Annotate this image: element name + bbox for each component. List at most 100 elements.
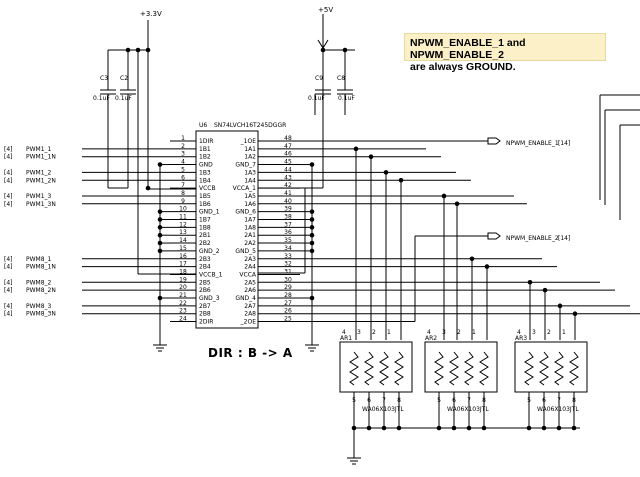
ic-right-pin-num-47: 47 (284, 143, 292, 150)
junction-dot (481, 425, 487, 431)
cap-value-C3: 0.1uF (93, 95, 110, 102)
array-top-pin-AR1-0: 4 (342, 329, 346, 336)
net-name-PWM8_1: PWM8_1 (26, 256, 52, 263)
junction-dot (157, 209, 163, 214)
array-ref-AR3: AR3 (515, 335, 527, 342)
resistor-AR2-3 (479, 351, 489, 386)
array-top-pin-AR3-2: 2 (547, 329, 551, 336)
cap-value-C8: 0.1uF (338, 95, 355, 102)
ic-left-pin-num-24: 24 (179, 316, 187, 323)
net-ref-PWM8_2N: [4] (4, 287, 13, 294)
ic-left-pin-name-20: 2B6 (199, 287, 211, 294)
resistor-AR1-0 (349, 351, 359, 386)
array-top-pin-AR3-0: 4 (517, 329, 521, 336)
array-body-AR3 (514, 341, 588, 393)
ic-right-pin-num-31: 31 (284, 268, 292, 275)
note-box: NPWM_ENABLE_1 and NPWM_ENABLE_2 are alwa… (404, 33, 606, 73)
array-part-AR2: WA06X103JTL (447, 406, 489, 413)
ic-body (195, 130, 259, 329)
note-line-2: are always GROUND. (410, 61, 516, 73)
net-ref-PWM8_1N: [4] (4, 264, 13, 271)
junction-dot (309, 162, 315, 167)
ic-left-pin-name-13: 2B1 (199, 232, 211, 239)
ic-right-pin-name-45: GND_7 (235, 162, 256, 169)
ic-right-pin-name-38: 1A7 (244, 217, 256, 224)
enable1-name: NPWM_ENABLE_1 (506, 140, 559, 147)
resistor-AR3-3 (569, 351, 579, 386)
net-ref-PWM1_1N: [4] (4, 154, 13, 161)
enable2-ref: [14] (558, 235, 570, 242)
junction-dot (309, 248, 315, 254)
ic-right-pin-name-37: 1A8 (244, 224, 256, 231)
net-ref-PWM8_1: [4] (4, 256, 13, 263)
ic-left-pin-name-21: GND_3 (199, 295, 220, 302)
resistor-AR3-2 (554, 351, 564, 386)
ic-left-pin-num-16: 16 (179, 253, 187, 260)
junction-dot (466, 425, 472, 431)
ic-right-pin-num-32: 32 (284, 261, 292, 268)
ic-left-pin-name-11: 1B7 (199, 217, 211, 224)
junction-dot (309, 209, 315, 214)
net-name-PWM1_2: PWM1_2 (26, 169, 52, 176)
ic-right-pin-num-45: 45 (284, 159, 292, 166)
net-ref-PWM1_2: [4] (4, 169, 13, 176)
ic-right-pin-name-48: _1OE (240, 138, 257, 145)
resistor-AR2-1 (449, 351, 459, 386)
ic-left-pin-num-17: 17 (179, 261, 187, 268)
v33-label: +3.3V (140, 10, 162, 18)
junction-dot (309, 217, 315, 222)
array-top-pin-AR1-2: 2 (372, 329, 376, 336)
ic-left-pin-num-19: 19 (179, 276, 187, 283)
junction-dot (157, 162, 163, 167)
ic-right-pin-name-27: 2A7 (244, 303, 256, 310)
array-top-pin-AR3-1: 3 (532, 329, 536, 336)
enable1-ref: [14] (558, 140, 570, 147)
junction-dot (145, 185, 151, 191)
junction-dot (309, 240, 315, 246)
ic-right-pin-name-36: 2A1 (244, 232, 256, 239)
junction-dot (571, 425, 577, 431)
junction-dot (157, 232, 163, 238)
ic-left-pin-num-2: 2 (181, 143, 185, 150)
ic-right-pin-name-29: 2A6 (244, 287, 256, 294)
junction-dot (572, 311, 578, 317)
ic-left-pin-num-14: 14 (179, 237, 187, 244)
net-ref-PWM1_1: [4] (4, 146, 13, 153)
ic-left-pin-num-12: 12 (179, 221, 187, 228)
ic-left-pin-name-19: 2B5 (199, 279, 211, 286)
junction-dot (320, 47, 326, 53)
ic-right-pin-name-42: VCCA_1 (233, 185, 257, 192)
ic-right-pin-num-26: 26 (284, 308, 292, 315)
net-name-PWM1_3: PWM1_3 (26, 193, 52, 200)
ic-left-pin-name-3: 1B2 (199, 154, 211, 161)
cap-ref-C2: C2 (120, 75, 128, 82)
ic-left-pin-name-2: 1B1 (199, 146, 211, 153)
net-name-PWM1_1: PWM1_1 (26, 146, 52, 153)
ic-left-pin-num-23: 23 (179, 308, 187, 315)
net-ref-PWM1_2N: [4] (4, 177, 13, 184)
ic-left-pin-name-5: 1B3 (199, 169, 211, 176)
array-top-pin-AR3-3: 1 (562, 329, 566, 336)
ic-left-pin-name-9: 1B6 (199, 201, 211, 208)
junction-dot (366, 425, 372, 431)
junction-dot (368, 154, 374, 159)
junction-dot (342, 47, 348, 53)
enable2-port-icon (487, 232, 501, 240)
junction-dot (157, 217, 163, 222)
junction-dot (436, 425, 442, 431)
ic-right-pin-num-44: 44 (284, 166, 292, 173)
ic-left-pin-name-22: 2B7 (199, 303, 211, 310)
junction-dot (351, 425, 357, 431)
ic-right-pin-name-35: 2A2 (244, 240, 256, 247)
ic-right-pin-num-42: 42 (284, 182, 292, 189)
resistor-AR1-3 (394, 351, 404, 386)
ic-left-pin-name-7: VCCB (199, 185, 216, 192)
net-name-PWM1_1N: PWM1_1N (26, 154, 56, 161)
ic-right-pin-name-26: 2A8 (244, 311, 256, 318)
junction-dot (125, 47, 131, 53)
junction-dot (484, 264, 490, 269)
ic-part: SN74LVCH16T245DGGR (214, 122, 286, 129)
resistor-AR1-1 (364, 351, 374, 386)
